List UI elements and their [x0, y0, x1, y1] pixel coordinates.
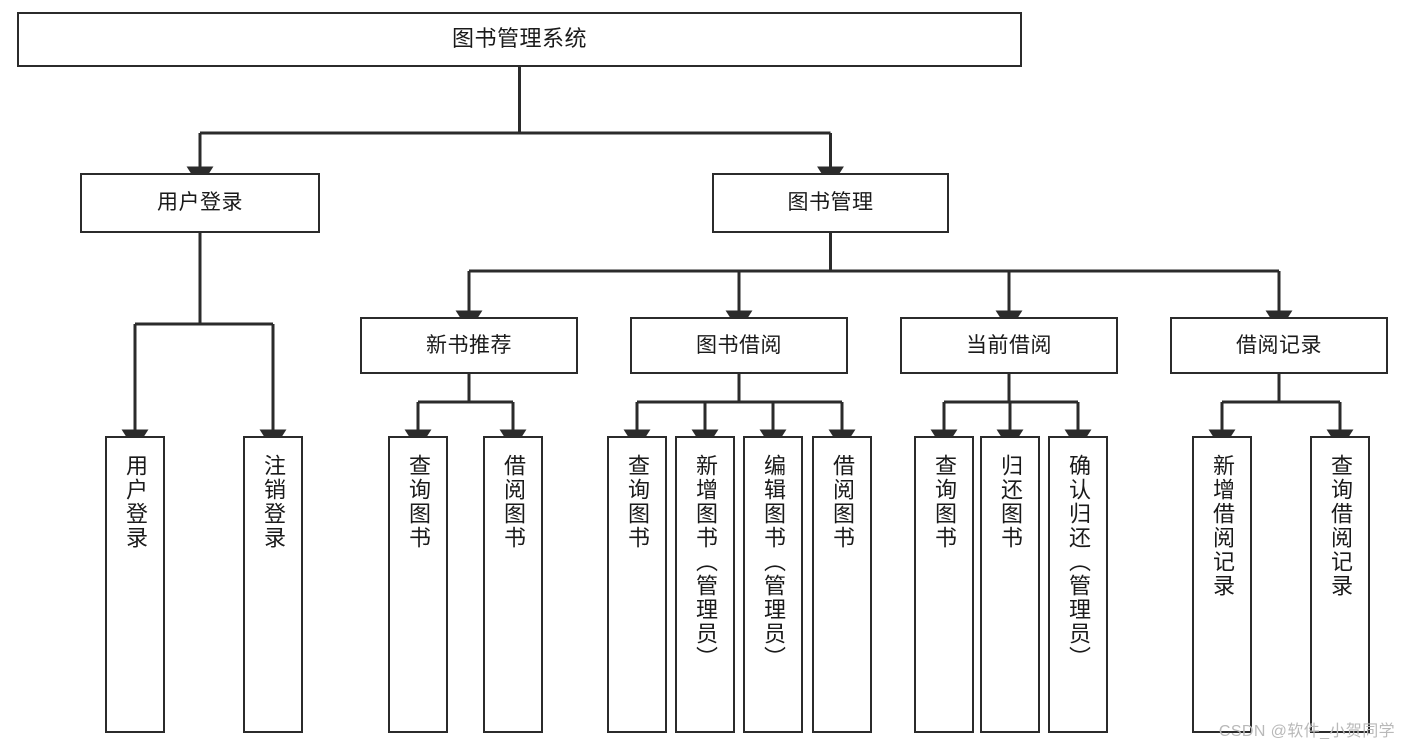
node-l6[interactable]: 新增图书（管理员） — [675, 436, 735, 733]
node-l5[interactable]: 查询图书 — [607, 436, 667, 733]
node-newbook[interactable]: 新书推荐 — [360, 317, 578, 374]
node-label: 图书管理 — [787, 191, 874, 215]
node-label: 借阅图书 — [830, 454, 855, 550]
node-l1[interactable]: 用户登录 — [105, 436, 165, 733]
node-label: 注销登录 — [261, 454, 286, 550]
node-label: 用户登录 — [123, 454, 148, 550]
node-label: 借阅记录 — [1236, 333, 1322, 357]
node-l10[interactable]: 归还图书 — [980, 436, 1040, 733]
node-label: 确认归还（管理员） — [1066, 454, 1091, 670]
node-label: 查询图书 — [625, 454, 650, 550]
node-label: 查询图书 — [932, 454, 957, 550]
node-login[interactable]: 用户登录 — [80, 173, 320, 233]
node-l13[interactable]: 查询借阅记录 — [1310, 436, 1370, 733]
node-records[interactable]: 借阅记录 — [1170, 317, 1388, 374]
node-l9[interactable]: 查询图书 — [914, 436, 974, 733]
node-label: 新增图书（管理员） — [693, 454, 718, 670]
csdn-watermark: CSDN @软件_小贺同学 — [1218, 723, 1395, 740]
node-label: 新增借阅记录 — [1210, 454, 1235, 598]
node-l7[interactable]: 编辑图书（管理员） — [743, 436, 803, 733]
node-label: 查询借阅记录 — [1328, 454, 1353, 598]
node-label: 编辑图书（管理员） — [761, 454, 786, 670]
node-label: 新书推荐 — [426, 333, 512, 357]
node-label: 借阅图书 — [501, 454, 526, 550]
node-l3[interactable]: 查询图书 — [388, 436, 448, 733]
node-label: 当前借阅 — [966, 333, 1052, 357]
node-l12[interactable]: 新增借阅记录 — [1192, 436, 1252, 733]
node-label: 归还图书 — [998, 454, 1023, 550]
node-root[interactable]: 图书管理系统 — [17, 12, 1022, 67]
node-current[interactable]: 当前借阅 — [900, 317, 1118, 374]
node-label: 查询图书 — [406, 454, 431, 550]
node-label: 用户登录 — [157, 191, 243, 215]
node-l4[interactable]: 借阅图书 — [483, 436, 543, 733]
node-borrow[interactable]: 图书借阅 — [630, 317, 848, 374]
node-label: 图书借阅 — [696, 333, 782, 357]
node-l2[interactable]: 注销登录 — [243, 436, 303, 733]
node-l8[interactable]: 借阅图书 — [812, 436, 872, 733]
node-label: 图书管理系统 — [451, 26, 587, 52]
node-l11[interactable]: 确认归还（管理员） — [1048, 436, 1108, 733]
node-bookmgmt[interactable]: 图书管理 — [712, 173, 949, 233]
